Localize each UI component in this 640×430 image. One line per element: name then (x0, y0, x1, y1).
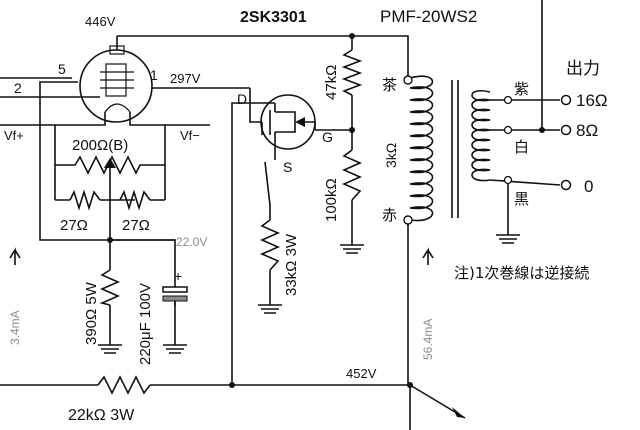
current-564-label: 56.4mA (421, 319, 435, 360)
resistor-27-left (69, 189, 101, 211)
voltage-297: 297V (170, 71, 201, 86)
resistor-22k (97, 375, 151, 395)
cathode-branch (109, 239, 176, 270)
gate-label: G (322, 129, 333, 145)
vf-plus-label: Vf+ (4, 128, 24, 143)
output-transformer (403, 75, 491, 225)
output-8-label: 8Ω (576, 121, 598, 140)
r27b-label: 27Ω (122, 217, 150, 234)
vacuum-tube (79, 45, 153, 123)
mosfet-2sk3301 (249, 88, 316, 150)
r22k-label: 22kΩ 3W (68, 407, 135, 424)
voltage-446: 446V (85, 14, 116, 29)
mosfet-part-label: 2SK3301 (240, 9, 307, 26)
resistor-27-right (119, 189, 151, 211)
transformer-part-label: PMF-20WS2 (380, 7, 477, 26)
junction-dots (107, 33, 413, 388)
source-label: S (283, 159, 292, 175)
terminal-8 (560, 124, 572, 136)
output-label: 出力 (566, 59, 600, 79)
resistor-100k (342, 149, 362, 201)
svg-text:+: + (174, 268, 182, 284)
drain-wire (231, 102, 275, 385)
r47k-label: 47kΩ (323, 65, 340, 100)
r200-label: 200Ω(B) (72, 137, 128, 154)
drain-label: D (237, 91, 247, 107)
capacitor-220uf (162, 270, 188, 306)
r100k-label: 100kΩ (323, 178, 340, 222)
ground-symbol (98, 234, 520, 354)
resistor-390 (99, 269, 120, 306)
current-arrow-left (9, 247, 21, 265)
purple-label: 紫 (514, 80, 529, 98)
resistor-33k (260, 219, 280, 271)
terminal-16 (560, 94, 572, 106)
black-label: 黒 (514, 190, 529, 208)
output-0-label: 0 (584, 177, 593, 196)
red-label: 赤 (382, 206, 397, 224)
output-16-label: 16Ω (576, 91, 608, 110)
z3k-label: 3kΩ (383, 143, 399, 168)
secondary-leads (489, 99, 561, 235)
r390-label: 390Ω 5W (83, 281, 100, 345)
voltage-452: 452V (346, 366, 377, 381)
b-plus-rail (117, 35, 409, 77)
note-label: 注)1次巻線は逆接続 (454, 264, 589, 282)
current-arrow-right (422, 247, 434, 265)
terminal-0 (560, 179, 572, 191)
white-label: 白 (514, 138, 529, 156)
pin-5-label: 5 (58, 61, 66, 77)
pin-1-label: 1 (150, 67, 158, 83)
brown-label: 茶 (382, 76, 397, 94)
vf-minus-label: Vf− (180, 128, 200, 143)
heater-left-wire (0, 112, 106, 126)
source-wire (264, 145, 276, 220)
r33k-label: 33kΩ 3W (283, 233, 300, 296)
pin-2-label: 2 (14, 80, 22, 96)
voltage-22: 22.0V (176, 235, 207, 249)
gate-divider-wire (315, 129, 353, 150)
current-34-label: 3.4mA (8, 310, 22, 345)
r27a-label: 27Ω (60, 217, 88, 234)
heater-right-wire (129, 112, 210, 126)
resistor-47k (341, 49, 363, 96)
c220-label: 220μF 100V (137, 283, 154, 365)
